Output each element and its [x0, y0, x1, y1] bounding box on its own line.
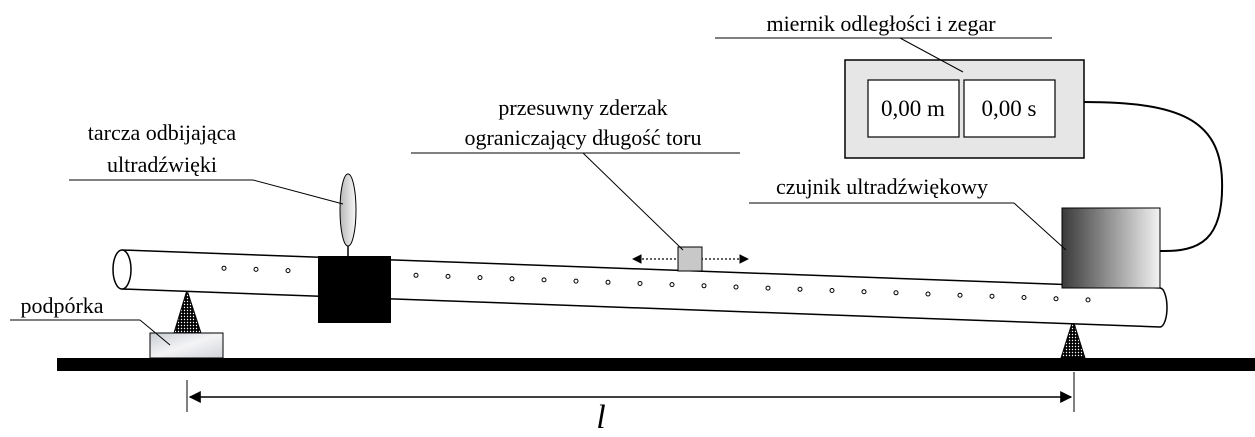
- track-hole: [957, 292, 963, 298]
- track-holes: [221, 265, 1091, 303]
- track-hole: [925, 291, 931, 297]
- track-hole: [701, 283, 707, 289]
- reflecting-disc: [339, 173, 357, 247]
- track-hole: [1021, 295, 1027, 300]
- track-hole: [605, 279, 611, 285]
- time-display: [963, 79, 1056, 138]
- track-hole: [509, 276, 515, 282]
- right-cone-support: [1060, 318, 1086, 359]
- disc-label-line2: ultradźwięki: [107, 152, 217, 177]
- distance-display: [867, 79, 960, 138]
- distance-readout: 0,00 m: [881, 96, 945, 121]
- track-hole: [413, 272, 419, 278]
- track-hole: [829, 288, 835, 293]
- stopper-label-line2: ograniczający długość toru: [464, 125, 701, 150]
- track-hole: [573, 278, 579, 284]
- support-block: [149, 332, 224, 359]
- track-hole: [989, 293, 995, 299]
- track-hole: [477, 275, 483, 281]
- track-hole: [445, 273, 451, 279]
- track-left-end: [112, 249, 132, 290]
- sensor-cable: [1083, 101, 1224, 253]
- sensor-label: czujnik ultradźwiękowy: [776, 174, 988, 199]
- track-hole: [1053, 296, 1059, 302]
- track-hole: [765, 285, 771, 291]
- disc-label-line1: tarcza odbijająca: [88, 120, 237, 145]
- track-hole: [733, 284, 739, 290]
- ultrasonic-sensor: [1061, 207, 1161, 289]
- time-readout: 0,00 s: [982, 96, 1037, 121]
- left-cone-support: [173, 288, 202, 334]
- track-hole: [893, 290, 899, 296]
- track-hole: [285, 268, 291, 274]
- stopper-label-line1: przesuwny zderzak: [498, 95, 667, 120]
- track-hole: [221, 265, 227, 271]
- length-symbol: l: [596, 399, 605, 432]
- sliding-stopper: [677, 246, 703, 272]
- track-hole: [861, 289, 867, 295]
- track-hole: [541, 277, 547, 283]
- support-label: podpórka: [20, 293, 103, 318]
- track-hole: [637, 281, 643, 286]
- track-hole: [253, 266, 259, 272]
- meter-caption: miernik odległości i zegar: [766, 11, 996, 36]
- track-hole: [1085, 297, 1091, 303]
- cart-block: [318, 256, 391, 323]
- base-bar: [57, 358, 1255, 371]
- inclined-track: [112, 249, 1168, 328]
- track-hole: [669, 282, 675, 288]
- track-hole: [797, 286, 803, 292]
